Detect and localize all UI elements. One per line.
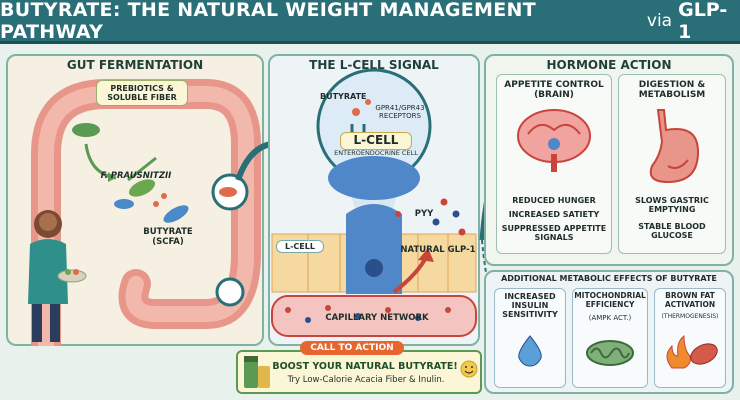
brain-icon [517,109,591,172]
hormone-panel-title: HORMONE ACTION [546,58,672,72]
receptors-label: GPR41/GPR43 RECEPTORS [375,104,425,121]
bacteria [128,179,156,197]
title-end: GLP-1 [678,0,728,43]
prebiotics-label: PREBIOTICS & SOLUBLE FIBER [96,80,188,107]
digestion-effect-1: SLOWS GASTRIC EMPTYING [635,196,709,215]
flame-icon [666,334,718,369]
supplement-jars-icon [244,356,270,388]
lcell-butyrate-label: BUTYRATE [320,92,367,101]
pyy-label: PYY [414,209,434,219]
brain-effect-1: REDUCED HUNGER [512,196,596,205]
cta-line-2: Try Low-Calorie Acacia Fiber & Inulin. [287,375,445,385]
capillary [271,295,477,337]
title-banner: BUTYRATE: THE NATURAL WEIGHT MANAGEMENT … [0,0,740,44]
brain-effect-2: INCREASED SATIETY [508,210,600,219]
butyrate-scfa-label: BUTYRATE (SCFA) [143,227,193,247]
gut-panel-title: GUT FERMENTATION [66,58,204,72]
digestion-title: DIGESTION & METABOLISM [638,80,706,101]
lcell-small-label: L-CELL [276,240,324,254]
cta-tag: CALL TO ACTION [300,341,404,356]
smiley-icon [460,360,478,378]
effect-card-mito [572,288,648,388]
effect-card-insulin [494,288,566,388]
capillary-label: CAPILLARY NETWORK [325,313,429,323]
glp1-label: NATURAL GLP-1 [400,245,476,255]
lcell-panel-title: THE L-CELL SIGNAL [309,58,439,72]
digestion-effect-2: STABLE BLOOD GLUCOSE [638,222,706,241]
title-main: BUTYRATE: THE NATURAL WEIGHT MANAGEMENT … [0,0,536,43]
water-drop-icon [518,335,542,367]
effect-mito-sub: (AMPK ACT.) [588,314,632,322]
lcell-desc-label: ENTEROENDOCRINE CELL [334,149,418,157]
effect-mito-label: MITOCHONDRIAL EFFICIENCY [574,291,646,309]
stomach-icon [649,109,700,184]
mitochondria-icon [586,340,634,366]
effect-brownfat-label: BROWN FAT ACTIVATION [664,291,716,309]
woman-figure [28,210,87,342]
effects-title: ADDITIONAL METABOLIC EFFECTS OF BUTYRATE [501,274,717,283]
colon-illustration [28,79,261,346]
zoom-circle-2 [215,277,245,307]
cta-line-1: BOOST YOUR NATURAL BUTYRATE! [272,361,458,372]
brain-title: APPETITE CONTROL (BRAIN) [504,80,604,101]
brain-effect-3: SUPPRESSED APPETITE SIGNALS [501,224,607,243]
effect-card-brownfat [654,288,726,388]
effect-brownfat-sub: (THERMOGENESIS) [661,313,719,320]
lcell-name-label: L-CELL [340,132,412,150]
title-via: via [646,10,673,31]
effect-insulin-label: INCREASED INSULIN SENSITIVITY [502,292,558,320]
bacteria-label: F. PRAUSNITZII [100,171,172,181]
